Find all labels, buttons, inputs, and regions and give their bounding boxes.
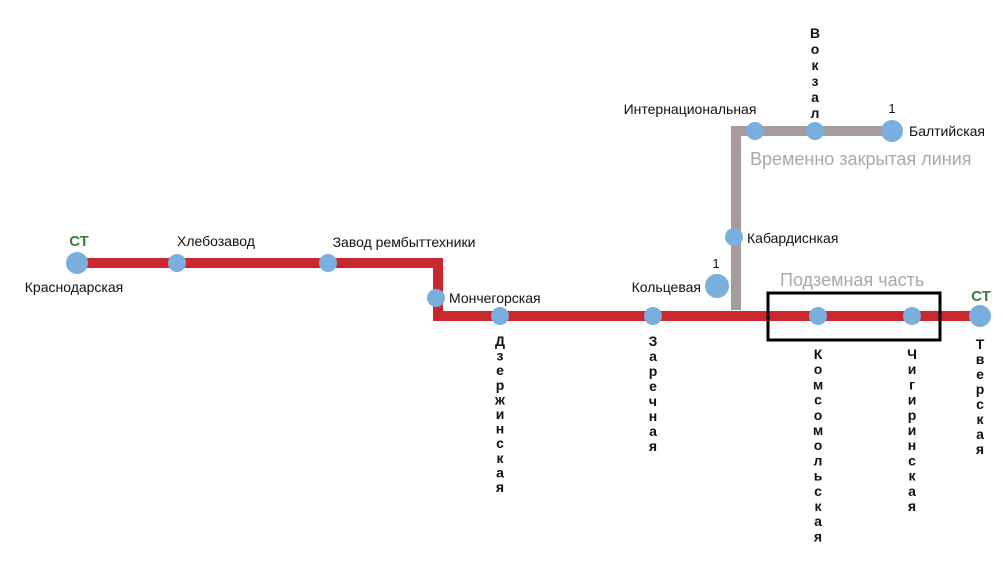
station-tverskaya[interactable] xyxy=(969,305,991,327)
terminal-marker-right: СТ xyxy=(971,288,991,305)
label-zavod: Завод рембыттехники xyxy=(333,234,476,250)
label-monchegorskaya: Мончегорская xyxy=(449,290,541,306)
number-koltsevaya: 1 xyxy=(712,256,719,271)
number-baltiyskaya: 1 xyxy=(888,101,895,116)
closed-line xyxy=(731,126,892,310)
station-baltiyskaya[interactable] xyxy=(881,120,903,142)
underground-frame xyxy=(766,291,942,342)
label-koltsevaya: Кольцевая xyxy=(632,279,701,295)
station-khlebozavod[interactable] xyxy=(168,254,186,272)
label-krasnodarskaya: Краснодарская xyxy=(25,279,123,295)
closed-line-note: Временно закрытая линия xyxy=(750,149,972,169)
station-monchegorskaya[interactable] xyxy=(427,289,445,307)
station-chigirinskaya[interactable] xyxy=(903,307,921,325)
station-dzerzhinskaya[interactable] xyxy=(491,307,509,325)
terminal-marker-left: СТ xyxy=(69,233,89,250)
station-vokzal[interactable] xyxy=(806,122,824,140)
label-khlebozavod: Хлебозавод xyxy=(177,233,255,249)
station-koltsevaya[interactable] xyxy=(705,274,729,298)
station-kabardinskaya[interactable] xyxy=(725,228,743,246)
station-komsomolskaya[interactable] xyxy=(809,307,827,325)
underground-note: Подземная часть xyxy=(780,270,924,290)
label-internatsionalnaya: Интернациональная xyxy=(624,101,757,117)
label-baltiyskaya: Балтийская xyxy=(909,123,985,139)
station-zarechnaya[interactable] xyxy=(644,307,662,325)
label-kabardinskaya: Кабардиснкая xyxy=(747,230,838,246)
station-zavod[interactable] xyxy=(319,254,337,272)
station-internatsionalnaya[interactable] xyxy=(746,122,764,140)
station-krasnodarskaya[interactable] xyxy=(66,252,88,274)
